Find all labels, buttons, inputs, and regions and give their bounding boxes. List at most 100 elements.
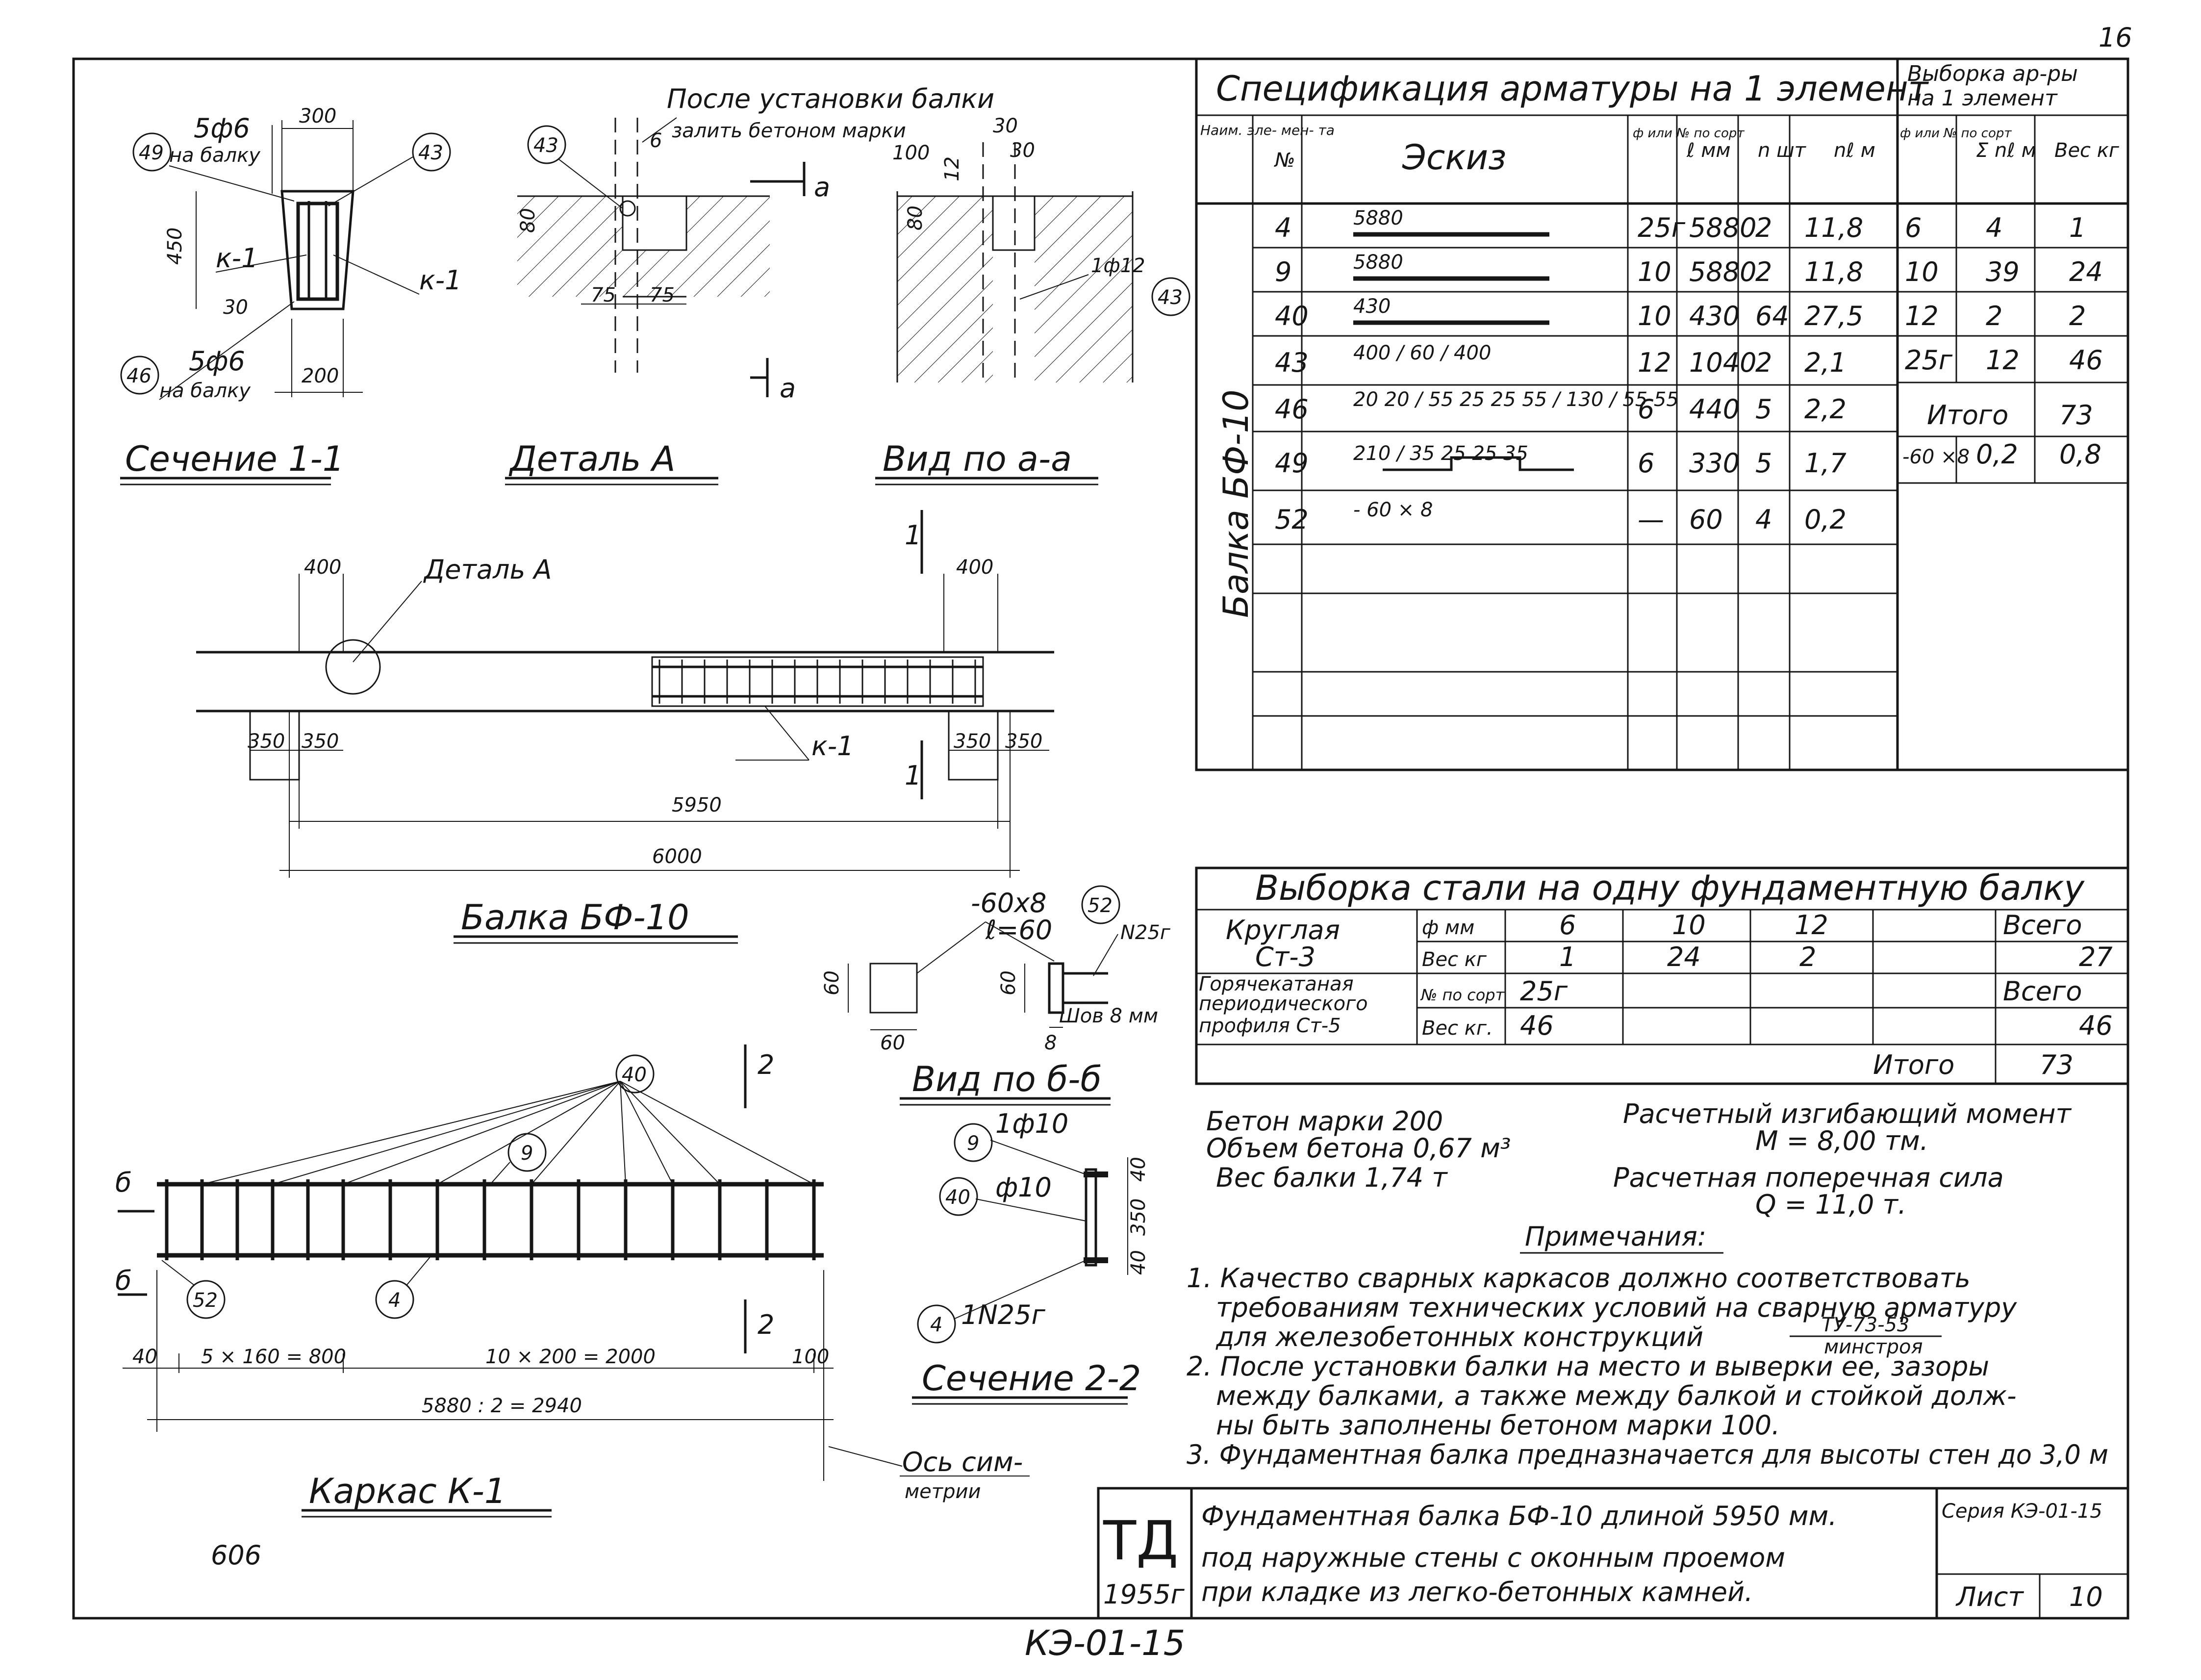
s22-bar-40: ф10: [995, 1172, 1052, 1203]
cage-leader: [531, 1081, 621, 1185]
spec-cell-nl: 2,1: [1804, 347, 1847, 378]
detA-d6: 6: [650, 129, 662, 152]
spec-table: Спецификация арматуры на 1 элемент Наим.…: [1195, 57, 2129, 771]
s11-label-bot2: на балку: [159, 380, 251, 402]
spec-cell-no: 49: [1275, 448, 1309, 479]
steel-w6: 1: [1559, 942, 1576, 972]
prop-shr1: Расчетная поперечная сила: [1613, 1162, 2004, 1193]
spec-cell-n: 5: [1755, 394, 1772, 425]
steel-itogo: Итого: [1873, 1049, 1954, 1080]
cage-leader: [272, 1081, 621, 1185]
s11-k1-right: к-1: [419, 265, 461, 296]
cage-leader: [620, 1081, 626, 1185]
detA-d75b: 75: [650, 284, 675, 306]
sel-head-l: Σ nℓ м: [1976, 139, 2036, 162]
spec-cell-len: 60: [1689, 504, 1723, 535]
spec-cell-no: 46: [1275, 394, 1309, 425]
vAA-d12: 12: [941, 156, 963, 181]
beam-stirrups: [658, 660, 976, 704]
sel-plate-w: 0,8: [2059, 439, 2101, 470]
note-l3b: минстроя: [1824, 1336, 1923, 1358]
beam-bf10: Деталь А 400 400 350 350 350 350 5950 60…: [196, 510, 1054, 944]
spec-cell-dia: 12: [1638, 347, 1671, 378]
vBB-circle-52: 52: [1088, 894, 1113, 917]
spec-cell-nl: 1,7: [1804, 448, 1847, 479]
spec-cell-n: 2: [1755, 347, 1772, 378]
spec-cell-sketch: 5880: [1353, 207, 1403, 229]
spec-head-sketch: Эскиз: [1402, 137, 1506, 178]
vBB-weld: Шов 8 мм: [1059, 1005, 1158, 1027]
spec-cell-n: 64: [1755, 301, 1789, 331]
prop-mom2: М = 8,00 тм.: [1755, 1125, 1928, 1156]
vAA-title: Вид по а-а: [883, 439, 1072, 479]
beam-d350c: 350: [954, 730, 991, 753]
notes: Примечания: 1. Качество сварных каркасов…: [1187, 1221, 2108, 1470]
steel-allw1: 27: [2079, 942, 2113, 972]
steel-hot3: профиля Ст-5: [1199, 1015, 1341, 1037]
sel-cell-w: 24: [2069, 256, 2103, 287]
bottom-code: КЭ-01-15: [1025, 1623, 1185, 1663]
beam-d5950: 5950: [672, 794, 722, 816]
spec-cell-nl: 27,5: [1804, 301, 1863, 331]
stamp-logo: ТД: [1103, 1509, 1178, 1572]
spec-cell-len: 5880: [1689, 212, 1756, 243]
s22-title: Сечение 2-2: [922, 1358, 1141, 1399]
sel-title-2: на 1 элемент: [1907, 86, 2058, 111]
spec-cell-sketch: 20 20 / 55 25 25 55 / 130 / 55 55: [1353, 388, 1679, 411]
steel-d6: 6: [1559, 910, 1576, 941]
sel-plate-l: 0,2: [1976, 439, 2018, 470]
spec-cell-nl: 11,8: [1804, 256, 1863, 287]
vBB-title: Вид по б-б: [912, 1059, 1102, 1099]
spec-cell-len: 430: [1689, 301, 1740, 331]
cage-leader: [620, 1081, 814, 1185]
beam-d400a: 400: [304, 556, 341, 579]
beam-sec1b: 1: [905, 760, 921, 791]
view-b-b: 60 60 60 8 -60х8 ℓ=60 52 N25г Шов 8 мм В…: [821, 885, 1171, 1106]
s11-circle-43: 43: [418, 142, 443, 164]
s22-d40b: 40: [1127, 1250, 1150, 1275]
s11-dim-bottom: 200: [302, 365, 339, 387]
stamp-t3: при кладке из легко-бетонных камней.: [1201, 1577, 1753, 1607]
spec-cell-dia: 25г: [1638, 212, 1686, 243]
spec-head-dia: ф или № по сорт: [1633, 126, 1745, 141]
s22-bar-9: 1ф10: [995, 1108, 1068, 1139]
s11-label-top2: на балку: [169, 144, 261, 167]
spec-head-len: ℓ мм: [1686, 139, 1731, 162]
steel-h-dia: ф мм: [1422, 916, 1474, 939]
vAA-d30b: 30: [1010, 139, 1035, 162]
detA-note3: 100: [892, 142, 930, 164]
vBB-d60b: 60: [880, 1032, 905, 1054]
spec-cell-nl: 11,8: [1804, 212, 1863, 243]
properties: Бетон марки 200 Объем бетона 0,67 м³ Вес…: [1206, 1098, 2072, 1220]
spec-cell-dia: 6: [1638, 394, 1654, 425]
spec-cell-n: 5: [1755, 448, 1772, 479]
s11-dim-30: 30: [223, 296, 248, 319]
spec-head-name: Наим. эле- мен- та: [1200, 122, 1335, 138]
s11-k1-left: к-1: [216, 243, 258, 274]
spec-head-no: №: [1274, 149, 1295, 172]
sel-cell-w: 1: [2069, 212, 2086, 243]
note-l5: между балками, а также между балкой и ст…: [1216, 1380, 2017, 1411]
s22-bar-4: 1N25г: [961, 1299, 1045, 1330]
steel-round2: Ст-3: [1255, 942, 1316, 972]
note-l2: требованиям технических условий на сварн…: [1216, 1292, 2017, 1323]
steel-hot2: периодического: [1199, 993, 1368, 1015]
detail-a: 43 6 80 75 75 После установки балки зали…: [505, 83, 994, 485]
spec-sketch-bar: [1383, 456, 1574, 471]
beam-d350d: 350: [1005, 730, 1042, 753]
vAA-bar: 1ф12: [1091, 255, 1145, 277]
page-code: 606: [211, 1540, 261, 1571]
steel-h-sort: № по сорт: [1420, 986, 1505, 1004]
vBB-l60: ℓ=60: [985, 915, 1052, 945]
cage-d2940: 5880 : 2 = 2940: [422, 1395, 582, 1417]
vBB-plate: -60х8: [971, 888, 1047, 918]
sel-cell-w: 2: [2069, 301, 2086, 331]
sel-cell-d: 25г: [1905, 345, 1953, 376]
spec-element: Балка БФ-10: [1216, 389, 1256, 618]
spec-cell-n: 4: [1755, 504, 1772, 535]
spec-cell-dia: —: [1638, 504, 1664, 535]
steel-s25: 25г: [1520, 976, 1568, 1007]
steel-table: Выборка стали на одну фундаментную балку…: [1195, 866, 2129, 1085]
detA-d80: 80: [517, 208, 539, 233]
